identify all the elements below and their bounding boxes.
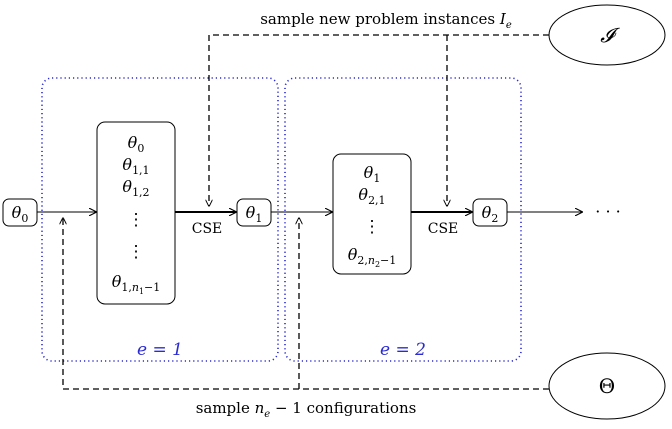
theta2-label: θ2	[482, 203, 499, 225]
pool1-item: θ1,1	[122, 155, 149, 177]
theta0-label: θ0	[12, 203, 29, 225]
epoch-box-1	[41, 77, 279, 362]
pool1-vdots: ⋮	[128, 210, 145, 230]
pool2-item: θ2,n2−1	[348, 245, 397, 269]
pool1-item: θ0	[128, 133, 145, 155]
theta0-node	[2, 198, 38, 227]
pool2-item: θ2,1	[358, 185, 385, 207]
theta1-node	[236, 198, 272, 227]
epoch-label-2: e = 2	[380, 340, 426, 360]
pool1-item: θ1,n1−1	[112, 272, 161, 296]
configuration-set-ellipse	[548, 352, 666, 420]
theta1-label: θ1	[246, 203, 263, 225]
config-sampling-label: sample ne − 1 configurations	[196, 399, 417, 420]
config-sampling-line	[63, 218, 549, 390]
configuration-set-symbol: Θ	[599, 374, 615, 398]
instance-sampling-label: sample new problem instances Ie	[260, 10, 512, 31]
pool2-item: θ1	[364, 163, 381, 185]
pool1-vdots: ⋮	[128, 242, 145, 262]
epoch-box-2	[284, 77, 522, 362]
instance-sampling-line	[209, 34, 549, 206]
pool1-item: θ1,2	[122, 177, 149, 199]
pool-box-epoch-2	[332, 153, 412, 275]
theta2-node	[472, 198, 508, 227]
cse-label-epoch-1: CSE	[192, 221, 223, 237]
cse-label-epoch-2: CSE	[428, 221, 459, 237]
pool2-vdots: ⋮	[364, 217, 381, 237]
epoch-label-1: e = 1	[137, 340, 183, 360]
pool-box-epoch-1	[96, 121, 176, 305]
continuation-dots: · · ·	[595, 202, 620, 221]
